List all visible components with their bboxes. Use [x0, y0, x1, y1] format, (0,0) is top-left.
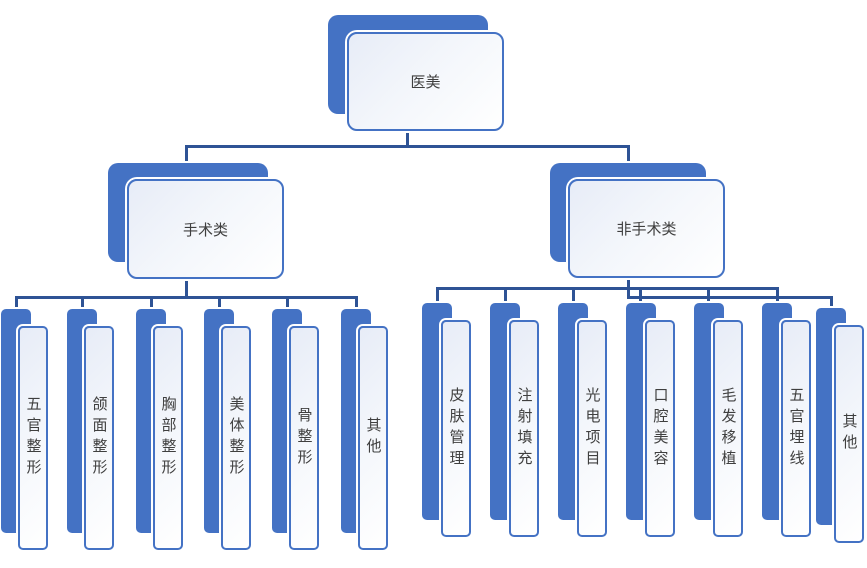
leaf-label: 其他 — [364, 417, 382, 459]
leaf-label: 注射填充 — [515, 386, 533, 471]
node-nonsurgical: 非手术类 — [568, 179, 725, 278]
leaf-node: 其他 — [834, 325, 864, 543]
connector-drop-leaf — [218, 296, 221, 310]
connector-drop-leaf — [572, 287, 575, 304]
leaf-label: 五官埋线 — [787, 386, 805, 471]
leaf-node: 五官埋线 — [781, 320, 811, 537]
leaf-label: 光电项目 — [583, 386, 601, 471]
connector-nonsurgical-rail2 — [627, 296, 833, 299]
node-surgical: 手术类 — [127, 179, 284, 279]
leaf-node: 五官整形 — [18, 326, 48, 550]
leaf-node: 皮肤管理 — [441, 320, 471, 537]
node-surgical-label: 手术类 — [182, 221, 228, 239]
connector-drop-leaf — [81, 296, 84, 310]
leaf-node: 其他 — [358, 326, 388, 550]
node-nonsurgical-label: 非手术类 — [616, 221, 677, 238]
connector-surgical-rail — [15, 296, 358, 299]
leaf-node: 口腔美容 — [645, 320, 675, 537]
leaf-label: 皮肤管理 — [447, 386, 465, 471]
node-root-label: 医美 — [410, 74, 441, 91]
leaf-label: 胸部整形 — [159, 396, 177, 480]
connector-drop-leaf — [15, 296, 18, 310]
connector-drop-leaf — [286, 296, 289, 310]
leaf-node: 胸部整形 — [153, 326, 183, 550]
connector-nonsurgical-rail — [436, 287, 779, 290]
connector-drop-leaf — [150, 296, 153, 310]
connector-drop-leaf — [436, 287, 439, 304]
connector-drop-leaf — [830, 296, 833, 309]
leaf-label: 颌面整形 — [90, 396, 108, 480]
leaf-node: 注射填充 — [509, 320, 539, 537]
node-root: 医美 — [347, 32, 504, 131]
connector-root-stub — [406, 130, 409, 147]
connector-drop-leaf — [776, 287, 779, 304]
leaf-label: 口腔美容 — [651, 386, 669, 471]
connector-drop-surgical — [185, 145, 188, 163]
leaf-label: 美体整形 — [227, 396, 245, 480]
connector-drop-leaf — [504, 287, 507, 304]
leaf-label: 毛发移植 — [719, 386, 737, 471]
connector-drop-nonsurgical — [627, 145, 630, 163]
leaf-label: 骨整形 — [295, 406, 313, 470]
connector-surgical-stub — [185, 279, 188, 298]
connector-drop-leaf — [355, 296, 358, 310]
leaf-node: 颌面整形 — [84, 326, 114, 550]
leaf-node: 美体整形 — [221, 326, 251, 550]
connector-root-rail — [185, 145, 630, 148]
leaf-label: 其他 — [840, 413, 858, 455]
leaf-node: 光电项目 — [577, 320, 607, 537]
leaf-node: 骨整形 — [289, 326, 319, 550]
leaf-node: 毛发移植 — [713, 320, 743, 537]
connector-drop-leaf — [707, 287, 710, 304]
leaf-label: 五官整形 — [24, 396, 42, 480]
connector-drop-leaf — [639, 287, 642, 304]
